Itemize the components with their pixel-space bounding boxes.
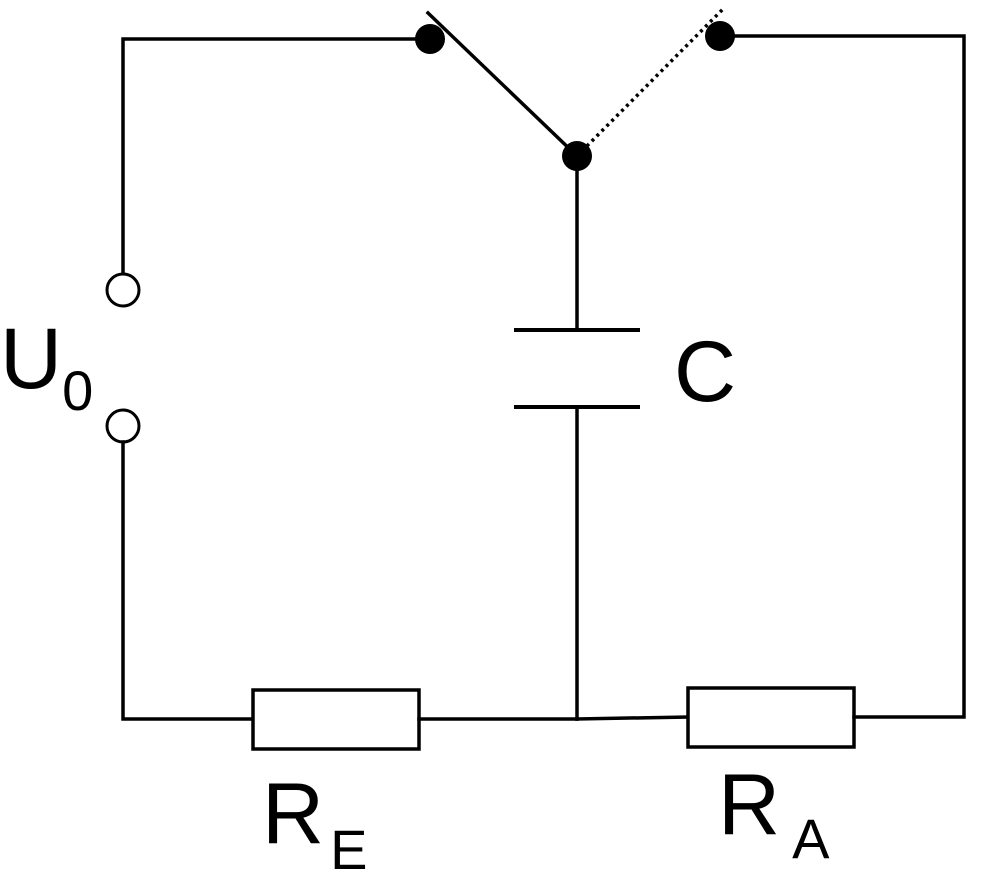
label-ra-symbol: R [718, 757, 780, 853]
source-terminal-bottom [105, 408, 141, 444]
switch-blade-closed [425, 10, 580, 159]
resistor-ra [686, 686, 856, 749]
label-capacitor: C [674, 324, 736, 420]
wire-junction-to-ra [575, 715, 690, 721]
wire-ra-right-loop [718, 34, 966, 719]
label-source-subscript: 0 [62, 359, 93, 422]
switch-blade-open [575, 6, 726, 158]
wire-source-bottom [121, 440, 255, 721]
label-source: U0 [0, 311, 93, 422]
label-re-symbol: R [262, 766, 324, 862]
label-re-subscript: E [330, 818, 367, 879]
wire-source-top [121, 37, 432, 276]
switch-contact-right [705, 21, 735, 51]
switch-pivot [562, 141, 592, 171]
switch-contact-left [415, 24, 445, 54]
source-terminal-top [105, 272, 141, 308]
resistor-re [251, 688, 421, 751]
label-ra-subscript: A [792, 807, 830, 870]
label-source-symbol: U [0, 311, 62, 407]
